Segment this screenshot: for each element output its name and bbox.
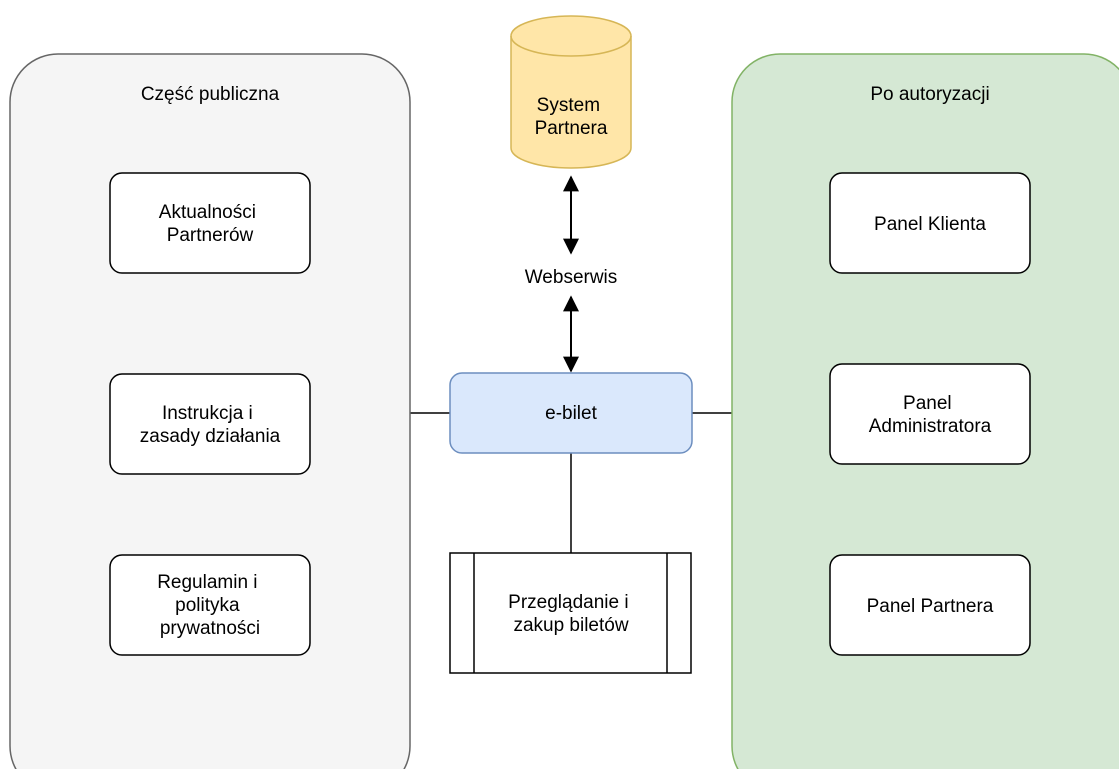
public-item-news[interactable]: Aktualności Partnerów [109, 172, 311, 274]
webservice-label-background [502, 258, 640, 294]
svg-text:Przeglądanie i zakup bil: Przeglądanie i zakup biletów [508, 592, 634, 636]
webservice-label: Webserwis [525, 267, 618, 288]
public-item-terms-line-1: Regulamin i [157, 572, 257, 593]
svg-text:Regulamin i polityka: Regulamin i polityka prywatności [157, 572, 263, 639]
svg-text:Aktualności Partnerów: Aktualności Partnerów [159, 202, 261, 246]
process-line-1: Przeglądanie i [508, 592, 628, 613]
auth-item-client-panel-line-1: Panel Klienta [874, 214, 986, 235]
public-item-instructions-line-2: zasady działania [140, 426, 281, 447]
auth-item-client-panel[interactable]: Panel Klienta [829, 172, 1031, 274]
database-line-2: Partnera [535, 118, 608, 139]
e-bilet-core[interactable]: e-bilet [449, 372, 693, 454]
public-section-title: Część publiczna [141, 84, 280, 105]
public-item-news-line-2: Partnerów [167, 225, 254, 246]
auth-item-admin-panel[interactable]: Panel Administratora [829, 363, 1031, 465]
public-item-news-line-1: Aktualności [159, 202, 256, 223]
svg-text:Panel Partnera: Panel Partnera [867, 596, 994, 617]
partner-system-database[interactable]: System Partnera [510, 15, 632, 169]
process-line-2: zakup biletów [513, 615, 628, 636]
svg-text:Panel Administratora: Panel Administratora [869, 393, 992, 437]
public-item-terms-line-2: polityka [175, 595, 240, 616]
svg-text:System Partnera: System Partnera [535, 95, 608, 139]
public-item-terms-line-3: prywatności [160, 618, 260, 639]
auth-item-admin-panel-line-1: Panel [903, 393, 952, 414]
svg-text:Panel Klienta: Panel Klienta [874, 214, 986, 235]
authorized-section-title: Po autoryzacji [870, 84, 989, 105]
auth-item-partner-panel[interactable]: Panel Partnera [829, 554, 1031, 656]
e-bilet-label: e-bilet [545, 403, 597, 424]
svg-text:Instrukcja i zasady dzia: Instrukcja i zasady działania [140, 403, 281, 447]
public-item-terms[interactable]: Regulamin i polityka prywatności [109, 554, 311, 656]
browse-and-buy-process[interactable]: Przeglądanie i zakup biletów [449, 552, 692, 674]
auth-item-admin-panel-line-2: Administratora [869, 416, 992, 437]
database-line-1: System [537, 95, 600, 116]
auth-item-partner-panel-line-1: Panel Partnera [867, 596, 994, 617]
public-item-instructions[interactable]: Instrukcja i zasady działania [109, 373, 311, 475]
public-item-instructions-line-1: Instrukcja i [162, 403, 253, 424]
